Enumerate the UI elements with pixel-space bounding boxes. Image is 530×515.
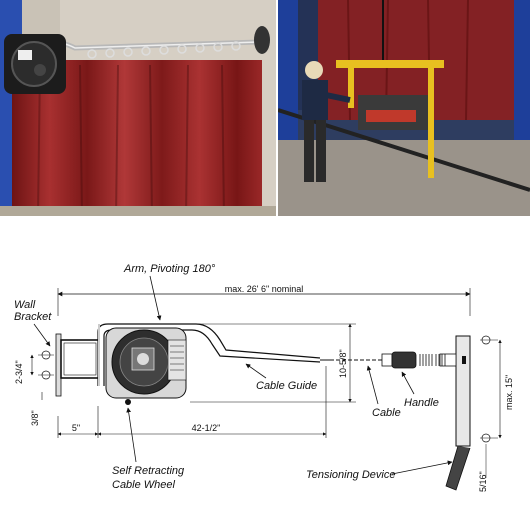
rod-end-stop [254, 26, 270, 54]
bracket-height-dim: 2-3/4" [14, 360, 24, 384]
right-offset-dim: 5/16" [478, 471, 488, 492]
self-retracting-label-line2: Cable Wheel [112, 479, 176, 491]
self-retracting-label-line1: Self Retracting [112, 465, 185, 477]
handle-grip [391, 351, 417, 369]
overall-dimension-label: max. 26' 6" nominal [225, 284, 303, 294]
cable-label: Cable [372, 407, 401, 419]
handle-label: Handle [404, 397, 439, 409]
wall-to-wheel-dim: 5" [72, 423, 80, 433]
tensioning-device-label: Tensioning Device [306, 469, 395, 481]
right-height-dim: max. 15" [504, 375, 514, 410]
tensioning-post [455, 335, 471, 447]
yellow-lifter-beam [336, 60, 444, 68]
arm-label: Arm, Pivoting 180° [123, 263, 216, 275]
bracket-offset-dim: 3/8" [30, 410, 40, 426]
technical-diagram: max. 26' 6" nominal Arm, Pivoting 180° W… [0, 216, 530, 510]
guide-height-dim: 10-5/8" [338, 349, 348, 378]
worker-illustration [278, 0, 530, 216]
wall-bracket-label-line2: Bracket [14, 311, 52, 323]
diagram-canvas: max. 26' 6" nominal Arm, Pivoting 180° W… [14, 263, 514, 492]
wheel-to-guide-dim: 42-1/2" [192, 423, 221, 433]
worker-body [302, 80, 328, 120]
cable-guide-label: Cable Guide [256, 380, 317, 392]
curtain-hooks [87, 41, 241, 59]
photo-worker-lifting [278, 0, 530, 216]
bracket-frame [60, 339, 100, 379]
wall-reel-illustration [0, 0, 276, 216]
tensioning-foot [445, 445, 471, 491]
wall-bracket-label-line1: Wall [14, 299, 36, 311]
reel-label [18, 50, 32, 60]
worker-helmet [305, 61, 323, 79]
photo-wall-mounted-reel [0, 0, 276, 216]
